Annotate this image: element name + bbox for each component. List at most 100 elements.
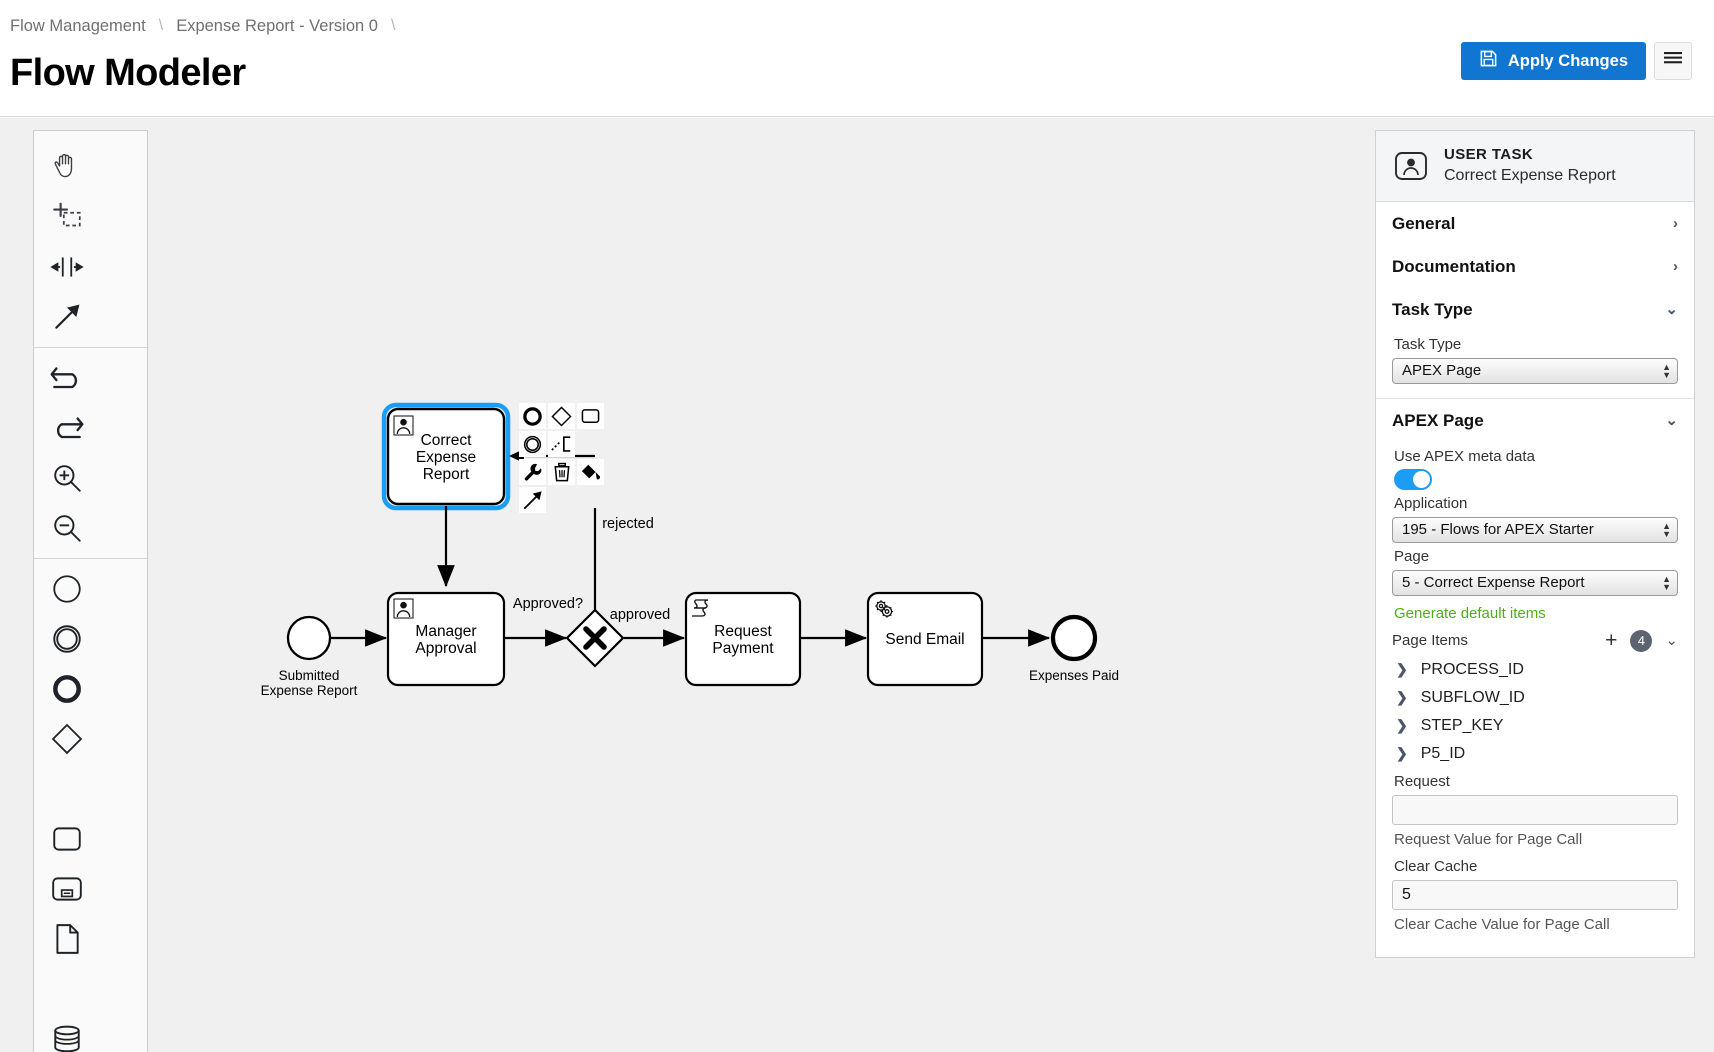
label-start-line2: Expense Report (261, 683, 358, 698)
chevron-right-icon: ❯ (1396, 689, 1408, 706)
end-event-icon[interactable] (42, 664, 91, 714)
zoom-in-icon[interactable] (42, 453, 91, 503)
task-type-select[interactable]: APEX Page ▲▼ (1392, 357, 1678, 384)
hamburger-menu-button[interactable] (1654, 42, 1692, 80)
use-apex-meta-toggle[interactable] (1394, 468, 1432, 490)
page-select[interactable]: 5 - Correct Expense Report ▲▼ (1392, 569, 1678, 596)
data-store-icon[interactable] (42, 1014, 91, 1052)
data-object-icon[interactable] (42, 914, 91, 964)
breadcrumb-separator: \ (390, 17, 396, 34)
append-task-icon[interactable] (577, 403, 604, 429)
page-item-subflow-id[interactable]: ❯ SUBFLOW_ID (1392, 684, 1678, 712)
node-label-correct-3: Report (423, 466, 470, 483)
task-icon[interactable] (42, 814, 91, 864)
request-helper-text: Request Value for Page Call (1394, 830, 1583, 848)
append-gateway-icon[interactable] (548, 403, 575, 429)
page-select-value: 5 - Correct Expense Report (1402, 574, 1585, 592)
palette-group-history-zoom (34, 347, 147, 558)
node-label-request-1: Request (714, 623, 772, 640)
append-end-event-icon[interactable] (519, 403, 546, 429)
section-task-type[interactable]: Task Type ⌄ (1376, 288, 1694, 331)
chevron-down-icon: ⌄ (1665, 301, 1678, 319)
node-label-correct-2: Expense (416, 449, 476, 466)
append-text-annotation-icon[interactable] (548, 431, 575, 457)
label-edge-approved: approved (610, 607, 670, 623)
floppy-disk-icon (1479, 49, 1498, 73)
apex-page-body: Use APEX meta data Application 195 - Flo… (1376, 448, 1694, 957)
wrench-change-type-icon[interactable] (519, 459, 546, 485)
section-general[interactable]: General › (1376, 202, 1694, 245)
apply-changes-button[interactable]: Apply Changes (1460, 42, 1646, 80)
context-pad-empty-slot (548, 487, 575, 513)
request-input[interactable] (1392, 794, 1678, 825)
section-apex-page-title: APEX Page (1392, 410, 1484, 430)
breadcrumb-separator: \ (158, 17, 164, 34)
page-item-label: PROCESS_ID (1420, 660, 1524, 678)
section-apex-page[interactable]: APEX Page ⌄ (1376, 397, 1694, 442)
page-item-label: SUBFLOW_ID (1420, 688, 1525, 706)
request-field-label: Request (1394, 772, 1450, 790)
breadcrumb-item-expense-report[interactable]: Expense Report - Version 0 (176, 16, 378, 35)
paint-color-icon[interactable] (577, 459, 604, 485)
node-exclusive-gateway (565, 608, 625, 668)
lasso-tool-icon[interactable] (42, 192, 91, 242)
generate-default-items-link[interactable]: Generate default items (1394, 604, 1546, 622)
node-label-manager-2: Approval (415, 640, 476, 657)
task-type-body: Task Type APEX Page ▲▼ (1376, 336, 1694, 398)
chevron-down-icon[interactable]: ⌄ (1665, 632, 1678, 650)
space-tool-icon[interactable] (42, 242, 91, 292)
clear-cache-field-label: Clear Cache (1394, 857, 1478, 875)
start-event-icon[interactable] (42, 564, 91, 614)
bpmn-diagram-canvas[interactable]: Correct Expense Report Submitted Expense… (0, 118, 1240, 1052)
toggle-knob (1413, 470, 1430, 488)
page-item-p5-id[interactable]: ❯ P5_ID (1392, 740, 1678, 768)
node-end-event (1050, 614, 1098, 662)
gateway-icon[interactable] (42, 714, 91, 764)
append-intermediate-event-icon[interactable] (519, 431, 546, 457)
page-item-process-id[interactable]: ❯ PROCESS_ID (1392, 656, 1678, 684)
service-task-marker-icon (875, 600, 894, 618)
script-task-marker-icon (692, 599, 709, 617)
user-task-icon (1392, 150, 1430, 182)
intermediate-event-icon[interactable] (42, 614, 91, 664)
modeler-workspace: Correct Expense Report Submitted Expense… (0, 117, 1714, 1052)
section-documentation[interactable]: Documentation › (1376, 245, 1694, 288)
use-apex-meta-label: Use APEX meta data (1394, 447, 1535, 465)
select-arrows-icon: ▲▼ (1662, 520, 1671, 539)
hand-tool-icon[interactable] (42, 142, 91, 192)
subprocess-collapsed-icon[interactable] (42, 864, 91, 914)
application-select[interactable]: 195 - Flows for APEX Starter ▲▼ (1392, 516, 1678, 543)
task-type-select-value: APEX Page (1402, 362, 1482, 380)
select-arrows-icon: ▲▼ (1662, 361, 1671, 380)
task-type-field-label: Task Type (1394, 335, 1462, 353)
delete-trash-icon[interactable] (548, 459, 575, 485)
chevron-right-icon: ❯ (1396, 745, 1408, 762)
redo-icon[interactable] (42, 403, 91, 453)
page-item-label: STEP_KEY (1420, 716, 1504, 734)
page-items-header: Page Items + 4 ⌄ (1392, 629, 1678, 653)
node-label-request-2: Payment (712, 640, 774, 657)
application-select-value: 195 - Flows for APEX Starter (1402, 521, 1594, 539)
context-pad (519, 403, 606, 515)
properties-panel: USER TASK Correct Expense Report General… (1375, 130, 1695, 958)
clear-cache-input[interactable] (1392, 879, 1678, 910)
palette-group-tools (34, 137, 147, 347)
global-connect-tool-icon[interactable] (42, 292, 91, 342)
page-item-label: P5_ID (1420, 744, 1466, 762)
zoom-out-icon[interactable] (42, 503, 91, 553)
chevron-right-icon: ❯ (1396, 661, 1408, 678)
breadcrumb-item-flow-management[interactable]: Flow Management (10, 16, 146, 35)
add-page-item-button[interactable]: + (1605, 629, 1618, 653)
page-items-label: Page Items (1392, 632, 1468, 650)
page-item-step-key[interactable]: ❯ STEP_KEY (1392, 712, 1678, 740)
node-correct-expense-report (386, 407, 506, 506)
connect-arrow-icon[interactable] (519, 487, 546, 513)
undo-icon[interactable] (42, 353, 91, 403)
node-label-send-email: Send Email (885, 631, 964, 648)
page-title: Flow Modeler (10, 52, 246, 94)
page-items-count-badge: 4 (1630, 629, 1653, 652)
label-end-event: Expenses Paid (1029, 668, 1119, 683)
label-edge-rejected: rejected (602, 516, 654, 532)
node-label-manager-1: Manager (415, 623, 476, 640)
bpmn-palette (33, 130, 148, 1052)
